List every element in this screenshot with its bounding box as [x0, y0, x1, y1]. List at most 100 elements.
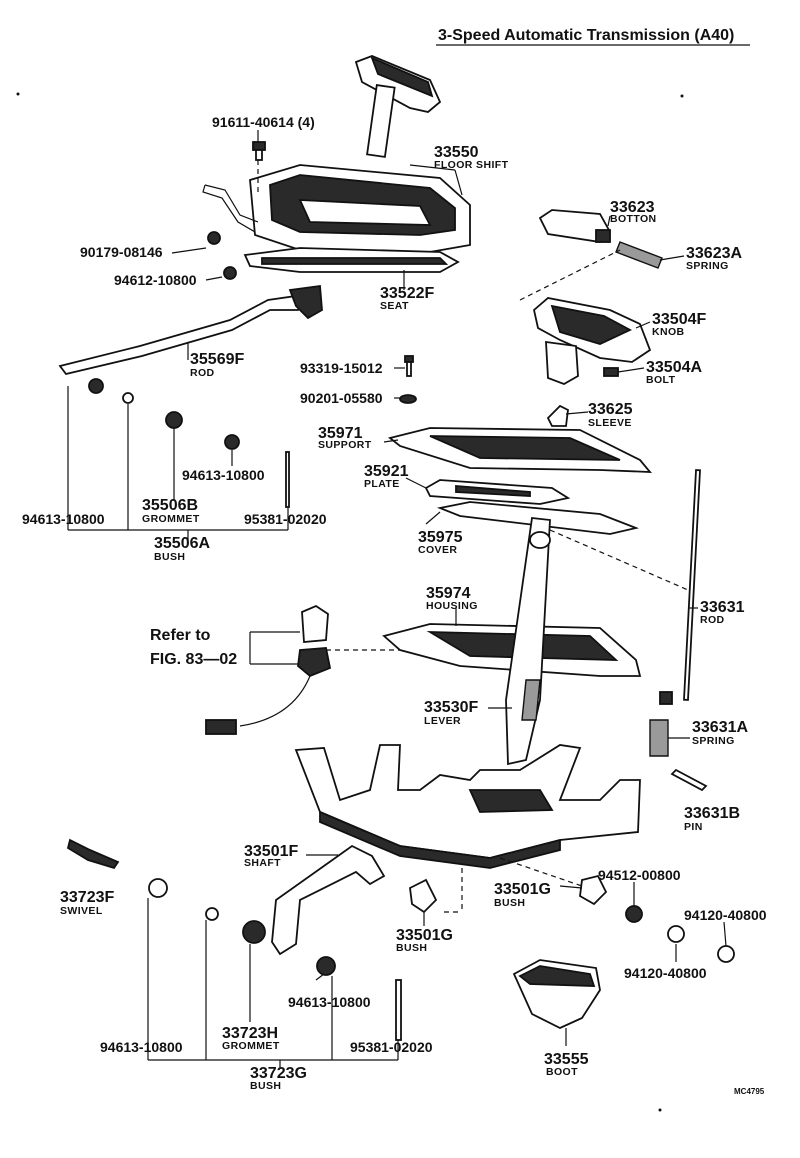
label-35974-number: 35974: [426, 585, 471, 602]
nut-94612: [223, 266, 237, 280]
reference-line1: Refer to: [150, 627, 211, 644]
label-33501g-b-number: 33501G: [494, 881, 551, 898]
label-95381-a: 95381-02020: [244, 511, 327, 527]
switch-cap: [301, 604, 329, 643]
label-33530f-number: 33530F: [424, 699, 478, 716]
bracket-arm-2: [202, 184, 256, 233]
spring-33623a: [615, 241, 663, 269]
label-35506a-number: 35506A: [154, 535, 210, 552]
knob-subassembly-drawing: [533, 209, 663, 427]
speck: [658, 1108, 662, 1112]
label-94120-a: 94120-40800: [684, 907, 767, 923]
leader-94612: [205, 276, 223, 281]
bolt-33504a: [603, 367, 619, 377]
lower-bracket-slot: [468, 789, 554, 813]
label-33555-number: 33555: [544, 1051, 589, 1068]
bush-94613-e: [316, 956, 336, 976]
label-33522f-name: SEAT: [380, 300, 409, 312]
lever-top: [529, 531, 551, 549]
pin-33631b: [670, 768, 708, 792]
speck: [16, 92, 20, 96]
leader-33623: [607, 215, 611, 227]
label-33504a-name: BOLT: [646, 374, 676, 386]
leader-33550: [409, 164, 456, 171]
bracket-plate: [298, 199, 432, 226]
figure-code: MC4795: [734, 1087, 765, 1096]
lever-33530f: [505, 517, 551, 766]
lower-bracket-edge: [319, 810, 561, 869]
dash-button-knob: [519, 249, 621, 301]
label-35974-name: HOUSING: [426, 600, 478, 612]
dash-lever-rod: [549, 529, 689, 591]
label-33623-name: BOTTON: [610, 213, 657, 225]
bush-rod-end: [88, 378, 104, 394]
label-35506b-name: GROMMET: [142, 513, 200, 525]
label-94512: 94512-00800: [598, 867, 681, 883]
shift-shaft: [366, 84, 396, 158]
boot-top: [518, 965, 596, 987]
label-35506b-number: 35506B: [142, 497, 198, 514]
label-35975-number: 35975: [418, 529, 463, 546]
label-94613-e: 94613-10800: [288, 994, 371, 1010]
bolt-washer-drawing: [399, 355, 417, 404]
label-94613-b: 94613-10800: [182, 467, 265, 483]
bush-94613-b: [224, 434, 240, 450]
rod-spring-pin-drawing: [649, 469, 708, 792]
spring-33631a: [649, 719, 669, 757]
grommet-35506b: [165, 411, 183, 429]
label-33625-number: 33625: [588, 401, 633, 418]
label-93319: 93319-15012: [300, 360, 383, 376]
leader-35921: [405, 477, 427, 489]
dash-bracket-bush-b: [499, 857, 583, 887]
leader-33501g-b: [559, 885, 583, 889]
label-33723f-number: 33723F: [60, 889, 114, 906]
label-35569f-name: ROD: [190, 367, 215, 379]
diagram-title: 3-Speed Automatic Transmission (A40): [438, 27, 734, 44]
switch-wire: [239, 675, 311, 727]
rod-end: [288, 284, 323, 320]
housing-lever-drawing: [382, 517, 642, 766]
knob-stem: [545, 340, 579, 385]
label-35921-number: 35921: [364, 463, 409, 480]
label-94120-b: 94120-40800: [624, 965, 707, 981]
switch-drawing: [205, 604, 332, 735]
label-94613-a: 94613-10800: [22, 511, 105, 527]
rod-33631-end: [659, 691, 673, 705]
label-33501f-number: 33501F: [244, 843, 298, 860]
label-33623a-number: 33623A: [686, 245, 742, 262]
bracket-arm: [204, 184, 259, 223]
label-33501f-name: SHAFT: [244, 857, 281, 869]
shaft-33501f: [271, 844, 386, 956]
label-33723h-number: 33723H: [222, 1025, 278, 1042]
label-35975-name: COVER: [418, 544, 457, 556]
leader-33504a: [617, 367, 645, 373]
plate-slots: [455, 485, 531, 497]
label-33501g-a-name: BUSH: [396, 942, 427, 954]
label-35971-name: SUPPORT: [318, 439, 372, 451]
label-33550-name: FLOOR SHIFT: [434, 159, 509, 171]
leader-94613-e: [315, 973, 325, 981]
bush-33501g-b: [579, 874, 608, 906]
label-33623-number: 33623: [610, 199, 655, 216]
reference-line2: FIG. 83—02: [150, 651, 237, 668]
label-33555-name: BOOT: [546, 1066, 578, 1078]
label-33723g-number: 33723G: [250, 1065, 307, 1082]
leader-33550-b: [454, 169, 463, 196]
lower-bracket-drawing: [294, 744, 641, 869]
nut-90179: [207, 231, 221, 245]
leader-33504f: [635, 321, 651, 329]
label-91611: 91611-40614 (4): [212, 114, 315, 130]
nut-94512: [625, 905, 643, 923]
label-33625-name: SLEEVE: [588, 417, 632, 429]
label-33501g-a-number: 33501G: [396, 927, 453, 944]
label-35569f-number: 35569F: [190, 351, 244, 368]
lower-bracket: [294, 744, 641, 859]
leader-33623a: [659, 255, 685, 261]
lever-knurl: [521, 679, 541, 721]
pin-95381-a: [285, 451, 290, 508]
label-33631a-name: SPRING: [692, 735, 735, 747]
label-33504f-number: 33504F: [652, 311, 706, 328]
leader-35975: [425, 511, 441, 525]
label-33723f-name: SWIVEL: [60, 905, 103, 917]
